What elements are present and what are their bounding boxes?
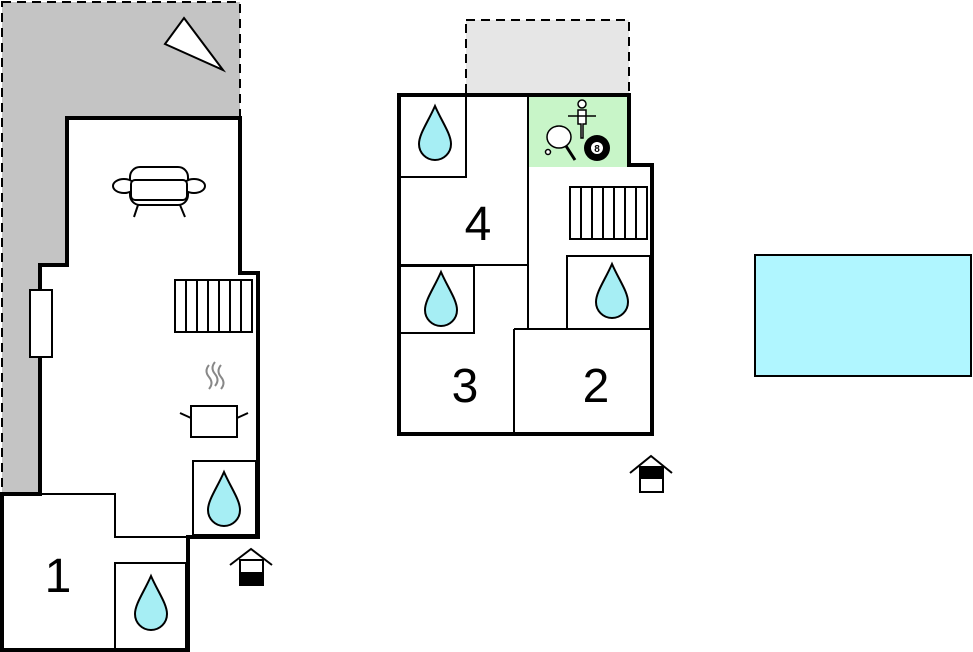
bedroom-3-label: 3 [452,360,479,413]
entrance-icon [629,454,673,493]
north-arrow-icon [163,16,227,73]
first-floor: 8 4 3 2 [397,19,673,493]
first-floor-outline [397,93,654,436]
balcony [465,19,630,97]
bedroom-1-label: 1 [45,550,72,603]
bedroom-4-label: 4 [465,198,492,251]
game-room [528,96,629,167]
entrance-icon [229,547,273,586]
bedroom-1-walls [2,493,188,538]
window [29,289,53,358]
billiard-ball-icon: 8 [584,135,610,161]
billiard-ball-number: 8 [594,144,600,155]
cooking-pot-icon [179,361,249,438]
bathroom-drop-icon [423,269,459,327]
bathroom-drop-icon [594,261,630,319]
bathroom-drop-icon [133,573,169,631]
bathroom-drop-icon [417,103,453,161]
table-football-icon [568,99,596,139]
terrace [1,1,241,495]
stairs-icon [174,279,253,333]
ground-floor-outline [0,116,260,652]
ground-floor: 1 [0,1,273,652]
sofa-icon [112,166,206,218]
swimming-pool [754,254,972,377]
bedroom-2-label: 2 [583,360,610,413]
table-tennis-icon [544,125,577,161]
stairs-icon [569,186,648,240]
bathroom-drop-icon [206,469,242,527]
